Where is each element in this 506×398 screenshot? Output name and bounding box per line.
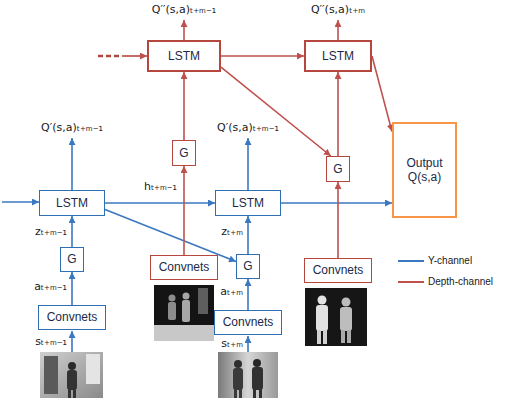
g-box: G (326, 156, 350, 182)
output-arrow (71, 138, 73, 190)
output-box: Output Q(s,a) (392, 122, 457, 218)
connector (105, 202, 215, 204)
legend-line (398, 260, 424, 262)
incoming-dashed-line (98, 55, 122, 57)
legend-text: Y-channel (428, 255, 472, 267)
depth-frame (305, 288, 367, 346)
connector (221, 67, 331, 156)
box-text: G (333, 162, 342, 176)
incoming-line (122, 55, 147, 57)
connector (71, 272, 73, 305)
input-arrow (71, 331, 73, 352)
connector (105, 210, 236, 262)
box-text: G (179, 146, 188, 160)
g-box: G (172, 140, 196, 166)
lstm-box: LSTM (215, 190, 281, 216)
hidden-state-label: hₜ₊ₘ₋₁ (143, 180, 178, 193)
connector (221, 55, 304, 57)
box-text: LSTM (322, 49, 354, 63)
output-arrow (183, 20, 185, 40)
output-arrow (247, 138, 249, 190)
feature-label: zₜ₊ₘ (220, 225, 244, 238)
q-output-label: Q′′(s,a)ₜ₊ₘ (310, 3, 366, 16)
legend-text: Depth-channel (428, 276, 493, 288)
state-label: sₜ₊ₘ (220, 337, 244, 350)
box-text: LSTM (232, 196, 264, 210)
box-text: Convnets (223, 315, 274, 329)
lstm-box: LSTM (147, 40, 221, 72)
box-text: Convnets (47, 310, 98, 324)
connector (337, 72, 339, 156)
convnets-box: Convnets (38, 305, 106, 330)
state-label: sₜ₊ₘ₋₁ (34, 335, 68, 348)
lstm-box: LSTM (304, 40, 372, 72)
feature-label: aₜ₊ₘ (219, 285, 244, 298)
feature-label: aₜ₊ₘ₋₁ (33, 280, 68, 293)
q-output-label: Q′(s,a)ₜ₊ₘ₋₁ (216, 121, 280, 134)
convnets-box: Convnets (304, 258, 372, 283)
box-text: G (67, 252, 76, 266)
q-output-label: Q′′(s,a)ₜ₊ₘ₋₁ (151, 3, 217, 16)
box-text: G (243, 259, 252, 273)
box-text: LSTM (168, 49, 200, 63)
incoming-line (2, 201, 39, 203)
connector (247, 279, 249, 310)
connector (183, 72, 185, 140)
connector (337, 182, 339, 258)
feature-label: zₜ₊ₘ₋₁ (34, 225, 68, 238)
connector (71, 216, 73, 247)
box-text: Output Q(s,a) (397, 156, 452, 185)
grayscale-frame (40, 352, 103, 398)
convnets-box: Convnets (214, 310, 282, 335)
box-text: Convnets (313, 263, 364, 277)
box-text: Convnets (159, 260, 210, 274)
connector (281, 202, 392, 204)
output-arrow (337, 20, 339, 40)
depth-frame (154, 285, 214, 341)
connector (183, 166, 185, 255)
legend-line (398, 281, 424, 283)
box-text: LSTM (56, 196, 88, 210)
convnets-box: Convnets (150, 255, 218, 280)
grayscale-frame (218, 352, 278, 398)
input-arrow (247, 336, 249, 352)
g-box: G (236, 254, 260, 279)
g-box: G (60, 247, 84, 272)
connector (372, 56, 392, 132)
q-output-label: Q′(s,a)ₜ₊ₘ₋₁ (40, 121, 104, 134)
lstm-box: LSTM (39, 190, 105, 216)
connector (247, 216, 249, 254)
